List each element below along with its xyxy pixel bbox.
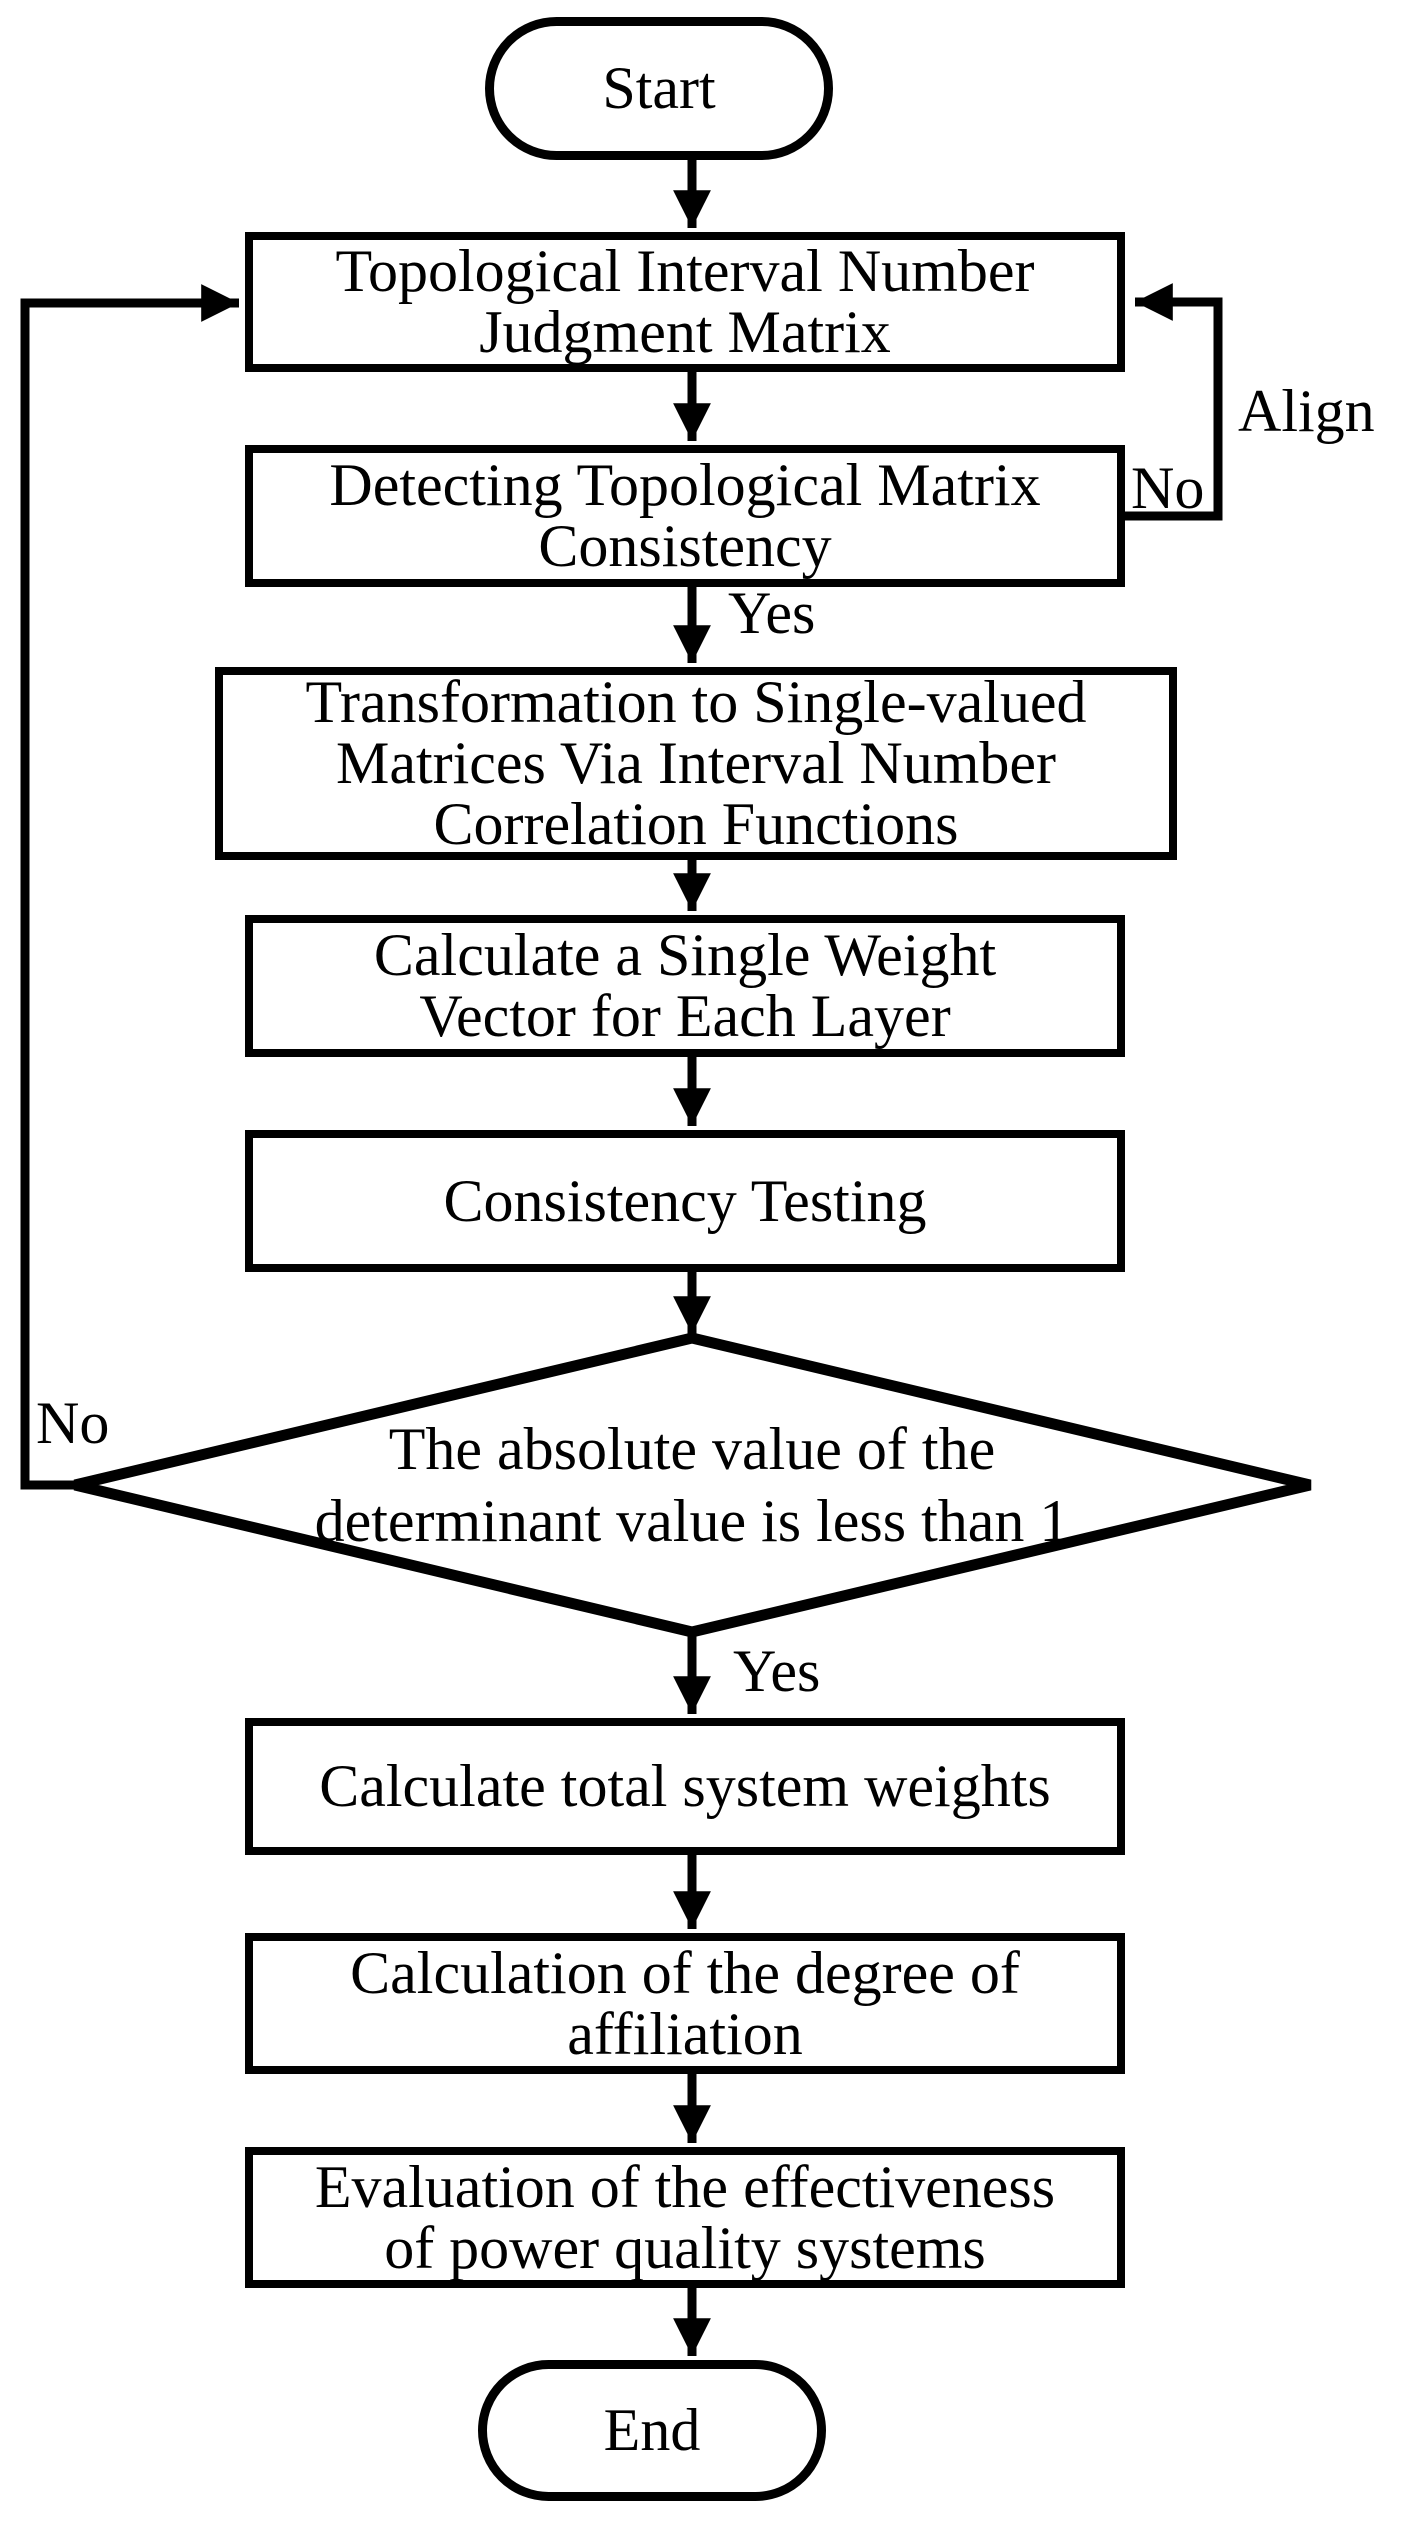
node-label-line: Calculate total system weights	[319, 1753, 1051, 1819]
node-transformation: Transformation to Single-valued Matrices…	[215, 667, 1177, 860]
node-label-line: determinant value is less than 1	[314, 1488, 1070, 1554]
node-label-line: Calculate a Single Weight	[373, 922, 997, 988]
node-decision-label: The absolute value of the determinant va…	[90, 1352, 1294, 1618]
node-consistency-testing: Consistency Testing	[245, 1130, 1125, 1272]
node-judgment-matrix: Topological Interval Number Judgment Mat…	[245, 232, 1125, 372]
node-evaluation: Evaluation of the effectiveness of power…	[245, 2147, 1125, 2288]
edge-label-yes-after-detect: Yes	[728, 580, 816, 646]
node-label-line: Correlation Functions	[433, 791, 959, 857]
feedback-loop-right-no-align	[1125, 283, 1223, 521]
node-label-line: Vector for Each Layer	[419, 983, 951, 1049]
node-label-line: Detecting Topological Matrix	[329, 452, 1041, 518]
node-label-line: Judgment Matrix	[479, 299, 891, 365]
node-start-label: Start	[602, 55, 716, 121]
node-label-line: Consistency Testing	[443, 1167, 927, 1234]
node-degree-affiliation: Calculation of the degree of affiliation	[245, 1933, 1125, 2074]
edge-label-yes-from-decision: Yes	[733, 1638, 821, 1704]
node-label-line: Consistency	[538, 513, 832, 579]
edge-label-no-from-decision: No	[36, 1390, 110, 1456]
node-single-weight: Calculate a Single Weight Vector for Eac…	[245, 915, 1125, 1057]
node-detect-consistency: Detecting Topological Matrix Consistency	[245, 445, 1125, 587]
node-total-weights: Calculate total system weights	[245, 1718, 1125, 1855]
node-end-label: End	[603, 2397, 701, 2463]
node-label-line: Transformation to Single-valued	[305, 669, 1087, 735]
feedback-loop-left-no	[20, 284, 239, 1490]
node-end: End	[478, 2360, 826, 2501]
node-start: Start	[485, 17, 833, 160]
node-label-line: The absolute value of the	[388, 1416, 996, 1482]
node-label-line: Topological Interval Number	[335, 238, 1035, 304]
node-label-line: Matrices Via Interval Number	[335, 730, 1057, 796]
node-label-line: Evaluation of the effectiveness	[314, 2153, 1056, 2220]
node-label-line: Calculation of the degree of	[350, 1939, 1020, 2006]
node-label-line: affiliation	[567, 2000, 803, 2067]
edge-label-no-feedback-right: No	[1131, 455, 1205, 521]
node-label-line: of power quality systems	[384, 2214, 986, 2281]
edge-label-align: Align	[1238, 378, 1375, 444]
decision-diamond	[73, 1332, 1312, 1638]
